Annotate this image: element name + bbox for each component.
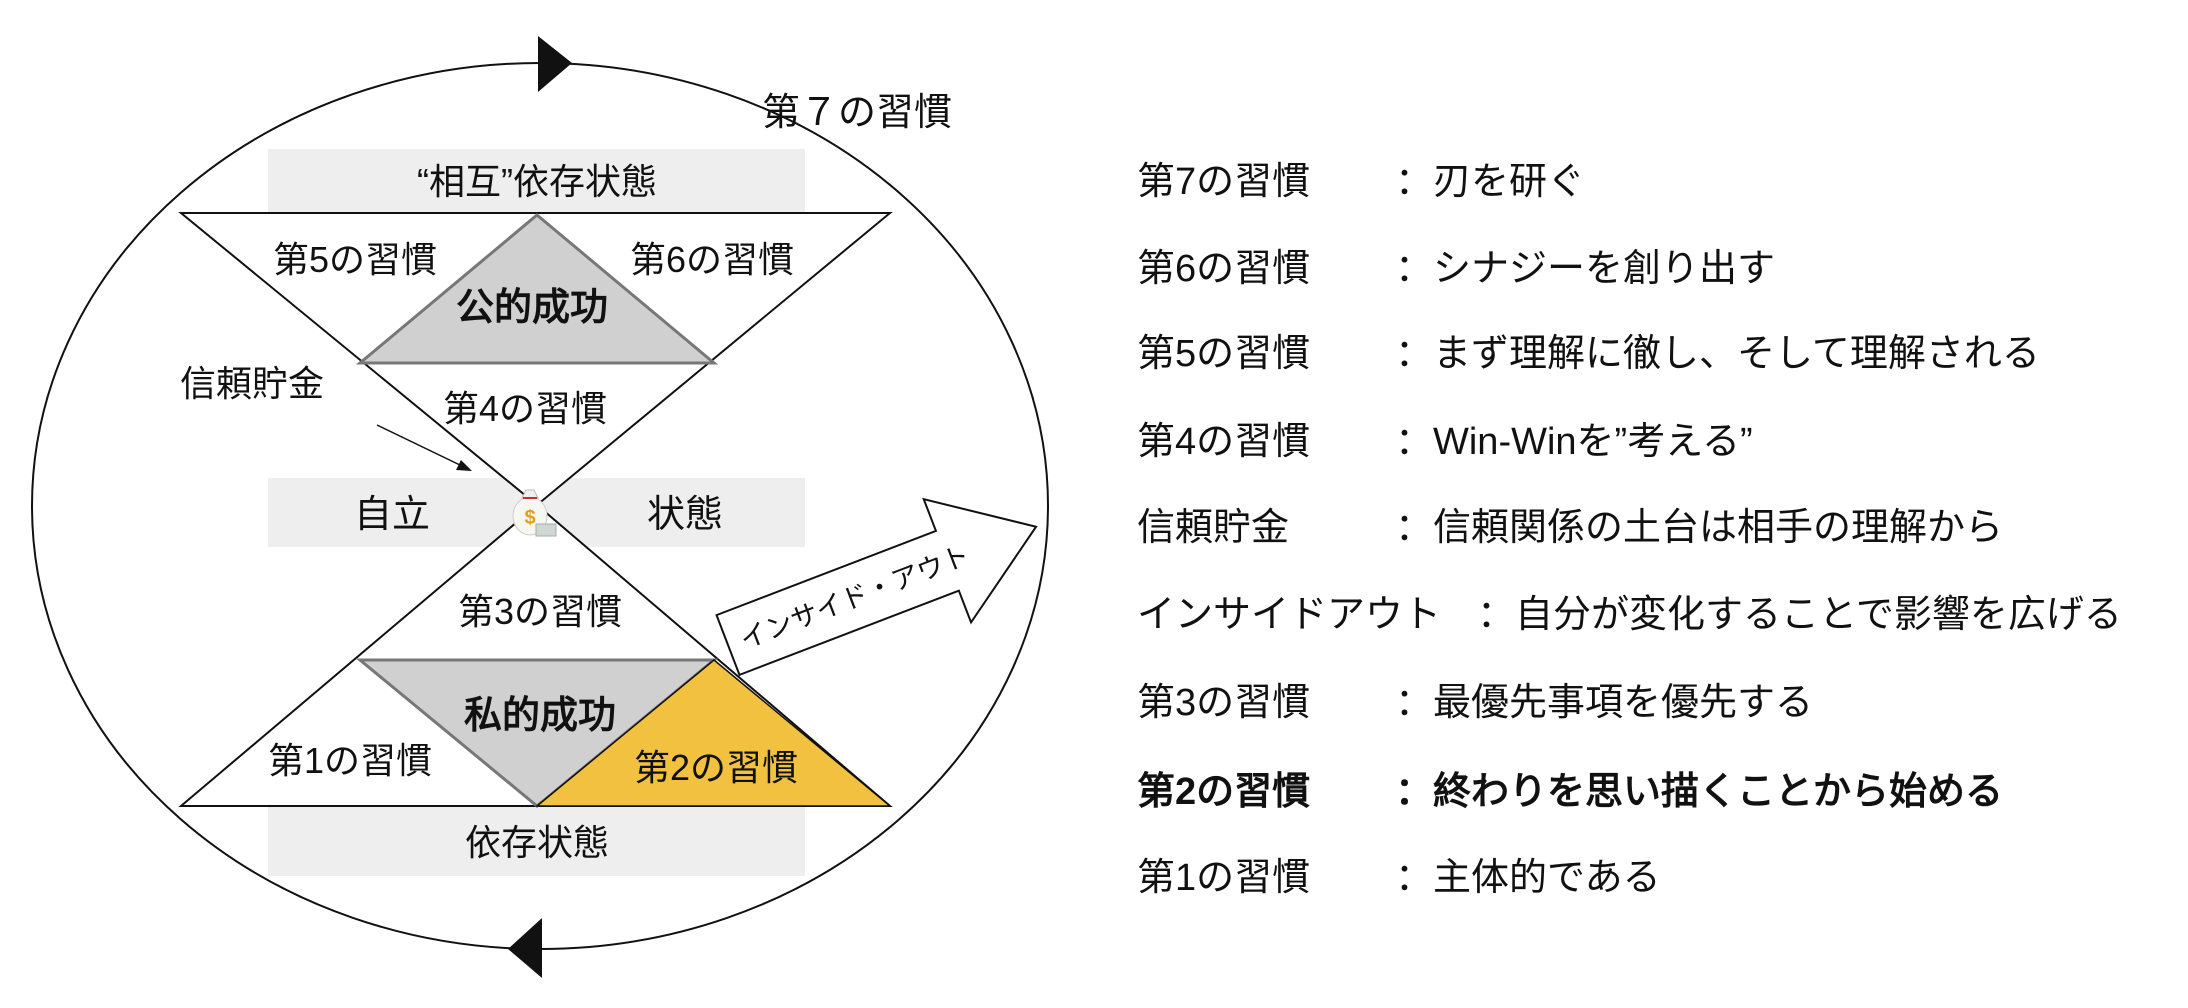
interdependent-label: “相互”依存状態 <box>417 161 657 202</box>
interdependent-band <box>268 149 805 212</box>
list-item-description: ：終わりを思い描くことから始める <box>1395 771 2004 813</box>
list-item-label: インサイドアウト <box>1137 594 1442 636</box>
list-item-label: 第4の習慣 <box>1137 421 1311 463</box>
habit2-label: 第2の習慣 <box>634 747 798 788</box>
list-item-description: ：最優先事項を優先する <box>1395 682 1814 724</box>
seven-habits-diagram: 第７の習慣 “相互”依存状態 自立 状態 依存状態 公的成功 私的成功 第5の習… <box>31 36 1049 978</box>
list-item-description: ：自分が変化することで影響を広げる <box>1477 594 2122 636</box>
habit6-label: 第6の習慣 <box>630 239 794 280</box>
list-item-label: 第1の習慣 <box>1137 857 1311 899</box>
public-victory-triangle <box>355 213 719 365</box>
list-item-description: ：Win-Winを”考える” <box>1395 421 1753 463</box>
dependent-label: 依存状態 <box>465 822 609 863</box>
money-bag-icon: $ <box>512 489 557 537</box>
list-item-description: ：シナジーを創り出す <box>1395 248 1776 290</box>
trust-bank-label: 信頼貯金 <box>180 363 324 404</box>
trust-bank-arrowhead-icon <box>456 460 472 471</box>
list-item-label: 第6の習慣 <box>1137 248 1311 290</box>
public-victory-label: 公的成功 <box>456 287 608 329</box>
list-item-label: 第5の習慣 <box>1137 333 1311 375</box>
list-item-label: 第3の習慣 <box>1137 682 1311 724</box>
habit2-highlight-triangle <box>534 659 893 807</box>
habit7-label: 第７の習慣 <box>762 92 952 134</box>
independent-label-right: 状態 <box>647 494 723 536</box>
svg-text:$: $ <box>524 507 535 529</box>
list-item-description: ：信頼関係の土台は相手の理解から <box>1395 507 2004 549</box>
list-item-description: ：主体的である <box>1395 857 1661 899</box>
list-item-description: ：まず理解に徹し、そして理解される <box>1395 333 2040 375</box>
private-victory-label: 私的成功 <box>464 695 616 737</box>
cycle-arrow-bottom-icon <box>508 918 542 978</box>
habit5-label: 第5の習慣 <box>273 239 437 280</box>
habit4-label: 第4の習慣 <box>443 388 607 429</box>
dependent-band <box>268 806 805 876</box>
habit1-label: 第1の習慣 <box>268 740 432 781</box>
list-item-description: ：刃を研ぐ <box>1395 161 1586 203</box>
trust-bank-pointer-line <box>376 424 463 467</box>
independent-label-left: 自立 <box>354 494 430 536</box>
list-item-label: 第2の習慣 <box>1137 771 1311 813</box>
list-item-label: 信頼貯金 <box>1137 507 1290 549</box>
habit3-label: 第3の習慣 <box>458 591 622 632</box>
cycle-arrow-top-icon <box>538 36 572 92</box>
list-item-label: 第7の習慣 <box>1137 161 1311 203</box>
